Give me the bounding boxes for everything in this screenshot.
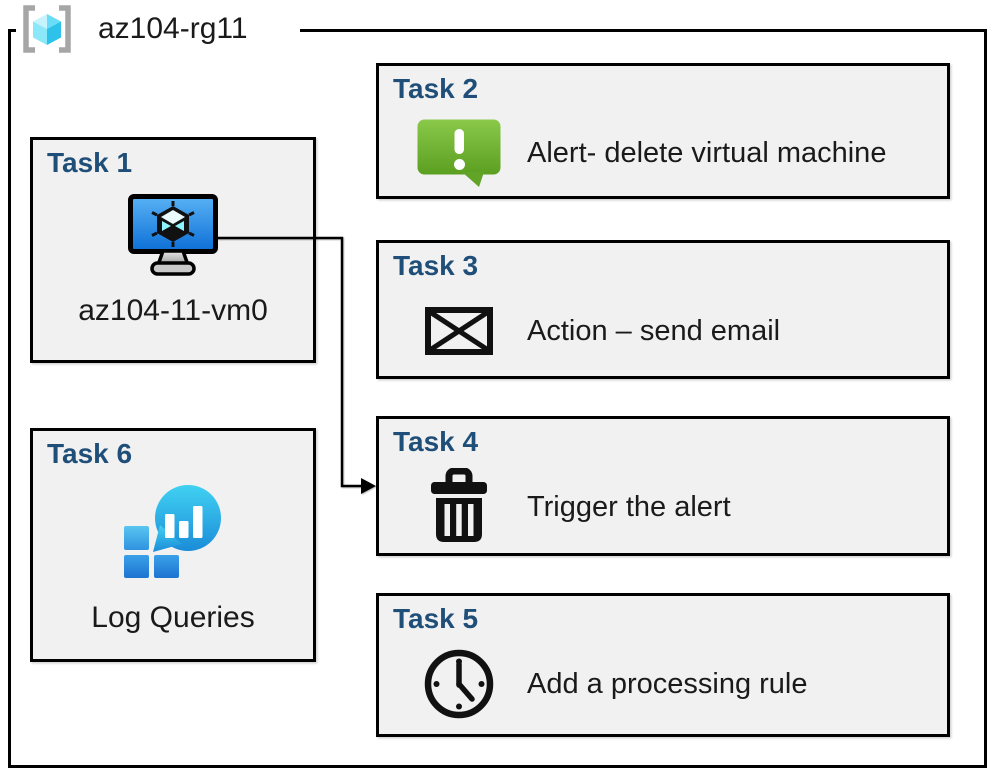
task2-label: Task 2 — [393, 73, 479, 104]
task6-label: Task 6 — [47, 438, 133, 469]
task1-item-text: az104-11-vm0 — [78, 294, 268, 327]
resource-group-boundary — [8, 29, 987, 768]
resource-group-header: az104-rg11 — [16, 0, 300, 57]
resource-group-name: az104-rg11 — [98, 11, 248, 45]
task5-box: Task 5 Add a processing rule — [376, 593, 950, 737]
alert-icon — [403, 118, 515, 188]
task4-box: Task 4 Trigger the alert — [376, 416, 950, 556]
task4-item-text: Trigger the alert — [527, 490, 731, 523]
trash-icon — [403, 468, 515, 546]
task6-item-text: Log Queries — [91, 601, 255, 634]
task6-box: Task 6 — [30, 428, 316, 662]
task2-item-text: Alert- delete virtual machine — [527, 136, 887, 169]
virtual-machine-icon — [128, 194, 218, 278]
task2-box: Task 2 Alert- delete virtual machine — [376, 63, 950, 199]
task1-box: Task 1 az104-11-vm0 — [30, 137, 316, 363]
task3-item-text: Action – send email — [527, 314, 781, 347]
email-icon — [403, 307, 515, 355]
log-queries-icon — [124, 485, 222, 581]
task5-label: Task 5 — [393, 603, 479, 634]
task5-item-text: Add a processing rule — [527, 667, 808, 700]
task3-box: Task 3 Action – send email — [376, 240, 950, 379]
resource-group-icon — [18, 4, 76, 53]
task4-label: Task 4 — [393, 426, 479, 457]
task1-label: Task 1 — [47, 147, 133, 178]
task3-label: Task 3 — [393, 250, 479, 281]
clock-icon — [403, 649, 515, 719]
